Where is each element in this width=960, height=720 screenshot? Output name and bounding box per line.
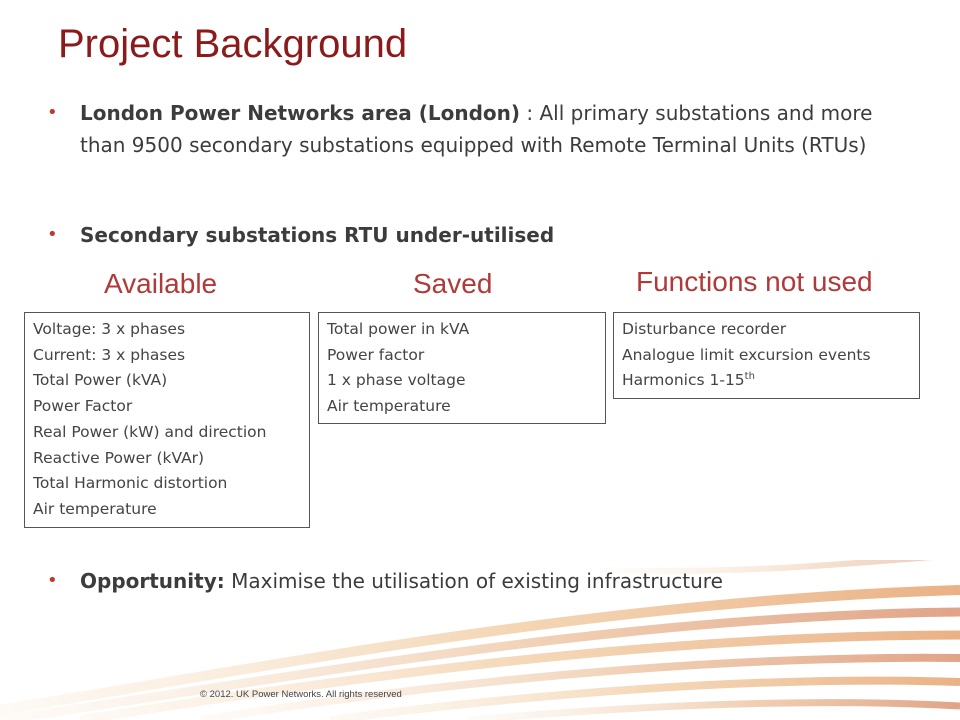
- list-item: Analogue limit excursion events: [622, 345, 871, 364]
- list-item: Disturbance recorder: [622, 320, 787, 338]
- harmonics-superscript: th: [744, 371, 755, 383]
- list-item: Current: 3 x phases: [33, 345, 186, 364]
- available-list-box: Voltage: 3 x phases Current: 3 x phases …: [24, 312, 310, 528]
- copyright-notice: © 2012. UK Power Networks. All rights re…: [200, 689, 402, 700]
- list-item: Air temperature: [327, 397, 451, 416]
- harmonics-label: Harmonics 1-15: [622, 371, 745, 390]
- saved-list-box: Total power in kVA Power factor 1 x phas…: [318, 312, 606, 424]
- list-item: 1 x phase voltage: [327, 371, 466, 390]
- bullet-rtu-underutilised: Secondary substations RTU under-utilised: [47, 219, 910, 251]
- list-item: Reactive Power (kVAr): [33, 448, 205, 467]
- bullet-text: Maximise the utilisation of existing inf…: [224, 569, 723, 593]
- functions-not-used-list-box: Disturbance recorder Analogue limit excu…: [613, 312, 920, 399]
- list-item: Air temperature: [33, 499, 157, 518]
- list-item: Voltage: 3 x phases: [33, 320, 186, 338]
- bullet-bold-text: Opportunity:: [80, 569, 225, 593]
- list-item: Real Power (kW) and direction: [33, 422, 267, 441]
- list-item-harmonics: Harmonics 1-15th: [622, 368, 911, 394]
- heading-available: Available: [104, 268, 218, 299]
- bullet-london-networks: London Power Networks area (London) : Al…: [47, 97, 910, 161]
- bullet-text: : All primary substations and more than …: [80, 101, 873, 157]
- page-title: Project Background: [58, 22, 408, 66]
- list-item: Total power in kVA: [327, 320, 470, 338]
- bullet-opportunity: Opportunity: Maximise the utilisation of…: [47, 565, 910, 597]
- heading-functions-not-used: Functions not used: [636, 266, 873, 297]
- decorative-swoosh-graphic: [0, 560, 960, 720]
- list-item: Total Harmonic distortion: [33, 474, 228, 493]
- list-item: Power factor: [327, 345, 425, 364]
- bullet-bold-text: Secondary substations RTU under-utilised: [80, 223, 555, 247]
- heading-saved: Saved: [413, 268, 493, 299]
- list-item: Total Power (kVA): [33, 371, 168, 390]
- list-item: Power Factor: [33, 397, 133, 416]
- bullet-bold-text: London Power Networks area (London): [80, 101, 521, 125]
